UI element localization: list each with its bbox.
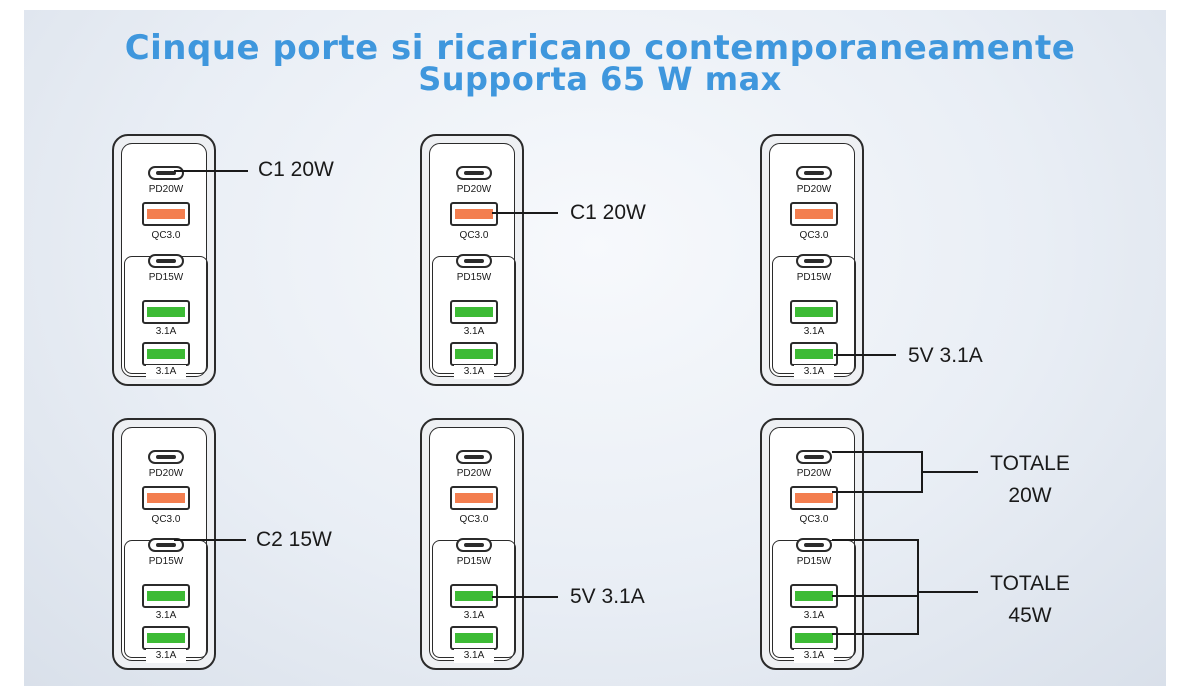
usb-a-port-qc3: [142, 202, 190, 226]
usb-a-port-qc3: [142, 486, 190, 510]
callout-total-45w: TOTALE 45W: [980, 572, 1080, 628]
port-label-pd20w: PD20W: [148, 468, 184, 479]
bracket-total-45w: [832, 539, 919, 635]
port-label-a2: 3.1A: [794, 649, 834, 663]
port-label-qc3: QC3.0: [459, 514, 489, 525]
port-label-pd20w: PD20W: [148, 184, 184, 195]
port-label-qc3: QC3.0: [799, 514, 829, 525]
charger-face: [429, 143, 515, 377]
port-label-pd15w: PD15W: [796, 272, 832, 283]
port-label-a2: 3.1A: [454, 649, 494, 663]
usb-a-port-qc3: [790, 202, 838, 226]
port-label-a2: 3.1A: [146, 649, 186, 663]
usb-a-port-qc3: [790, 486, 838, 510]
port-label-a1: 3.1A: [155, 326, 177, 337]
headline-line-1: Cinque porte si ricaricano contemporanea…: [124, 28, 1076, 68]
usb-a-port-bottom: [790, 626, 838, 650]
port-label-pd20w: PD20W: [796, 184, 832, 195]
usb-c-port-pd20w: [456, 166, 492, 180]
port-label-a1: 3.1A: [463, 610, 485, 621]
usb-c-port-pd20w: [796, 166, 832, 180]
usb-c-port-pd15w: [148, 254, 184, 268]
port-label-a1: 3.1A: [463, 326, 485, 337]
port-label-a1: 3.1A: [803, 326, 825, 337]
port-label-a1: 3.1A: [803, 610, 825, 621]
port-label-qc3: QC3.0: [459, 230, 489, 241]
charger-device-1: PD20W QC3.0 PD15W 3.1A 3.1A: [112, 134, 216, 386]
usb-c-port-pd15w: [148, 538, 184, 552]
usb-a-port-middle: [790, 300, 838, 324]
usb-c-port-pd15w: [796, 538, 832, 552]
callout-scenario-5: 5V 3.1A: [570, 585, 645, 608]
port-label-pd15w: PD15W: [456, 272, 492, 283]
usb-a-port-bottom: [450, 342, 498, 366]
headline-line-2: Supporta 65 W max: [418, 60, 782, 98]
charger-device-3: PD20W QC3.0 PD15W 3.1A 3.1A: [760, 134, 864, 386]
callout-scenario-1: C1 20W: [258, 158, 334, 181]
usb-a-port-qc3: [450, 202, 498, 226]
bracket-total-20w: [832, 451, 923, 493]
port-label-pd15w: PD15W: [456, 556, 492, 567]
port-label-pd20w: PD20W: [456, 468, 492, 479]
usb-c-port-pd20w: [456, 450, 492, 464]
port-label-a2: 3.1A: [146, 365, 186, 379]
usb-c-port-pd15w: [456, 538, 492, 552]
callout-total-20w: TOTALE 20W: [980, 452, 1080, 508]
total-45w-line1: TOTALE: [990, 572, 1070, 595]
total-20w-line2: 20W: [1008, 484, 1052, 507]
callout-scenario-3: 5V 3.1A: [908, 344, 983, 367]
port-label-pd15w: PD15W: [148, 556, 184, 567]
port-label-qc3: QC3.0: [799, 230, 829, 241]
charger-device-6: PD20W QC3.0 PD15W 3.1A 3.1A: [760, 418, 864, 670]
callout-scenario-2: C1 20W: [570, 201, 646, 224]
total-45w-line2: 45W: [1008, 604, 1052, 627]
port-label-pd15w: PD15W: [796, 556, 832, 567]
port-label-a1: 3.1A: [155, 610, 177, 621]
usb-c-port-pd15w: [796, 254, 832, 268]
charger-device-4: PD20W QC3.0 PD15W 3.1A 3.1A: [112, 418, 216, 670]
port-label-pd20w: PD20W: [796, 468, 832, 479]
usb-c-port-pd20w: [148, 166, 184, 180]
port-label-a2: 3.1A: [794, 365, 834, 379]
usb-a-port-qc3: [450, 486, 498, 510]
port-label-a2: 3.1A: [454, 365, 494, 379]
usb-a-port-middle: [142, 300, 190, 324]
port-label-pd20w: PD20W: [456, 184, 492, 195]
usb-c-port-pd20w: [148, 450, 184, 464]
total-20w-line1: TOTALE: [990, 452, 1070, 475]
usb-c-port-pd20w: [796, 450, 832, 464]
charger-device-2: PD20W QC3.0 PD15W 3.1A 3.1A: [420, 134, 524, 386]
port-label-qc3: QC3.0: [151, 514, 181, 525]
port-label-pd15w: PD15W: [148, 272, 184, 283]
charger-device-5: PD20W QC3.0 PD15W 3.1A 3.1A: [420, 418, 524, 670]
callout-scenario-4: C2 15W: [256, 528, 332, 551]
usb-a-port-middle: [450, 300, 498, 324]
usb-a-port-middle: [142, 584, 190, 608]
usb-c-port-pd15w: [456, 254, 492, 268]
port-label-qc3: QC3.0: [151, 230, 181, 241]
